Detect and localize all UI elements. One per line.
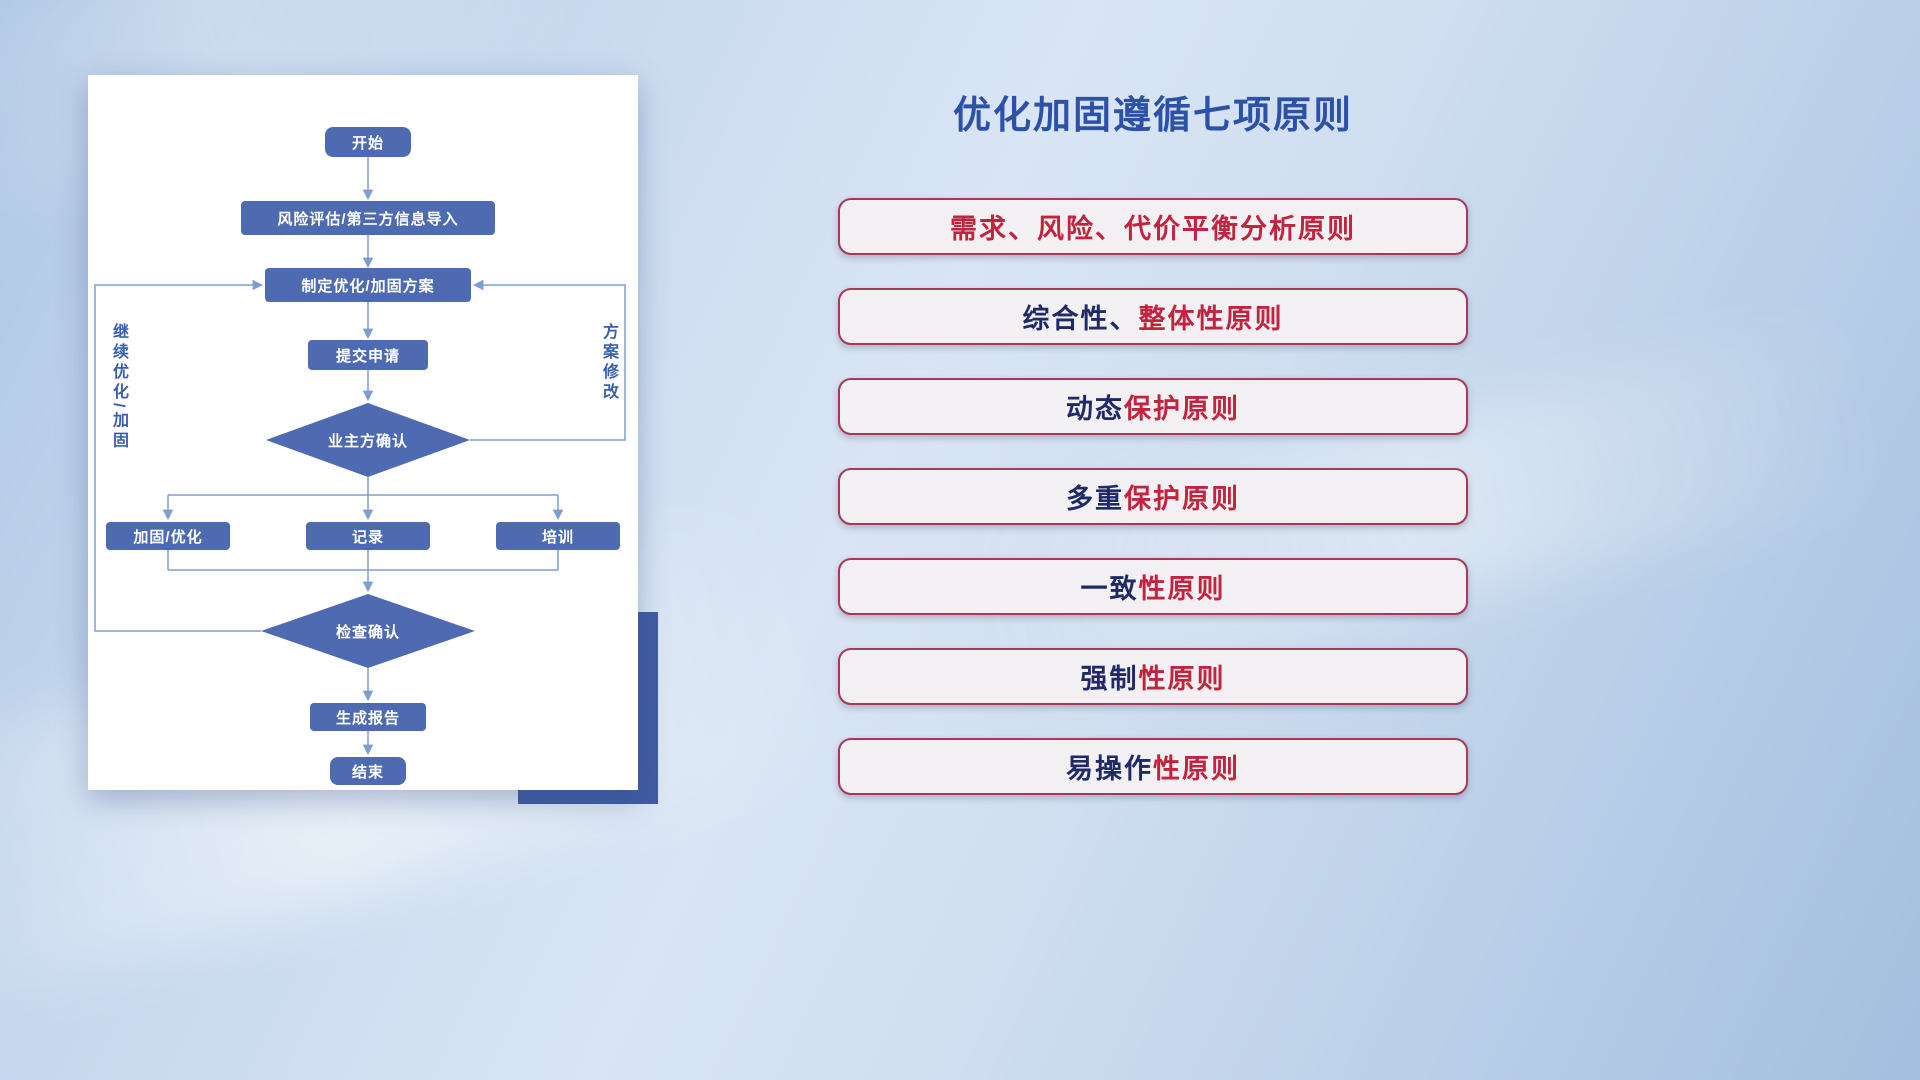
flow-node-training: 培训 [496,522,620,550]
flow-node-owner-confirm: 业主方确认 [266,403,470,477]
principle-box-3: 动态保护原则 [838,378,1468,435]
principle-box-2: 综合性、整体性原则 [838,288,1468,345]
principle-text-1: 需求、风险、代价平衡分析原则 [950,214,1356,244]
page-title: 优化加固遵循七项原则 [952,95,1353,137]
loop-label-continue-optimize: 继续优化/加固 [110,323,127,452]
flow-node-reinforce: 加固/优化 [106,522,230,550]
flow-node-make-plan: 制定优化/加固方案 [265,268,471,302]
principle-text-7: 易操作性原则 [1066,754,1240,784]
flow-node-submit: 提交申请 [308,340,428,370]
flow-node-start: 开始 [325,127,411,157]
principle-text-5: 一致性原则 [1080,574,1226,604]
principle-text-4: 多重保护原则 [1066,484,1240,514]
flow-node-report: 生成报告 [310,703,426,731]
principles-panel: 优化加固遵循七项原则 需求、风险、代价平衡分析原则 综合性、整体性原则 动态保护… [838,92,1468,828]
principle-text-2: 综合性、整体性原则 [1022,304,1284,334]
principle-box-7: 易操作性原则 [838,738,1468,795]
principle-text-6: 强制性原则 [1080,664,1226,694]
principle-box-5: 一致性原则 [838,558,1468,615]
flow-node-risk-import: 风险评估/第三方信息导入 [241,201,495,235]
flow-node-check-confirm: 检查确认 [261,594,475,668]
principle-box-4: 多重保护原则 [838,468,1468,525]
principle-text-3: 动态保护原则 [1066,394,1240,424]
principle-box-6: 强制性原则 [838,648,1468,705]
flow-node-record: 记录 [306,522,430,550]
principle-box-1: 需求、风险、代价平衡分析原则 [838,198,1468,255]
flowchart-card: 开始 风险评估/第三方信息导入 制定优化/加固方案 提交申请 业主方确认 加固/… [88,75,638,790]
loop-label-plan-revise: 方案修改 [600,323,617,403]
flow-node-end: 结束 [330,757,406,785]
